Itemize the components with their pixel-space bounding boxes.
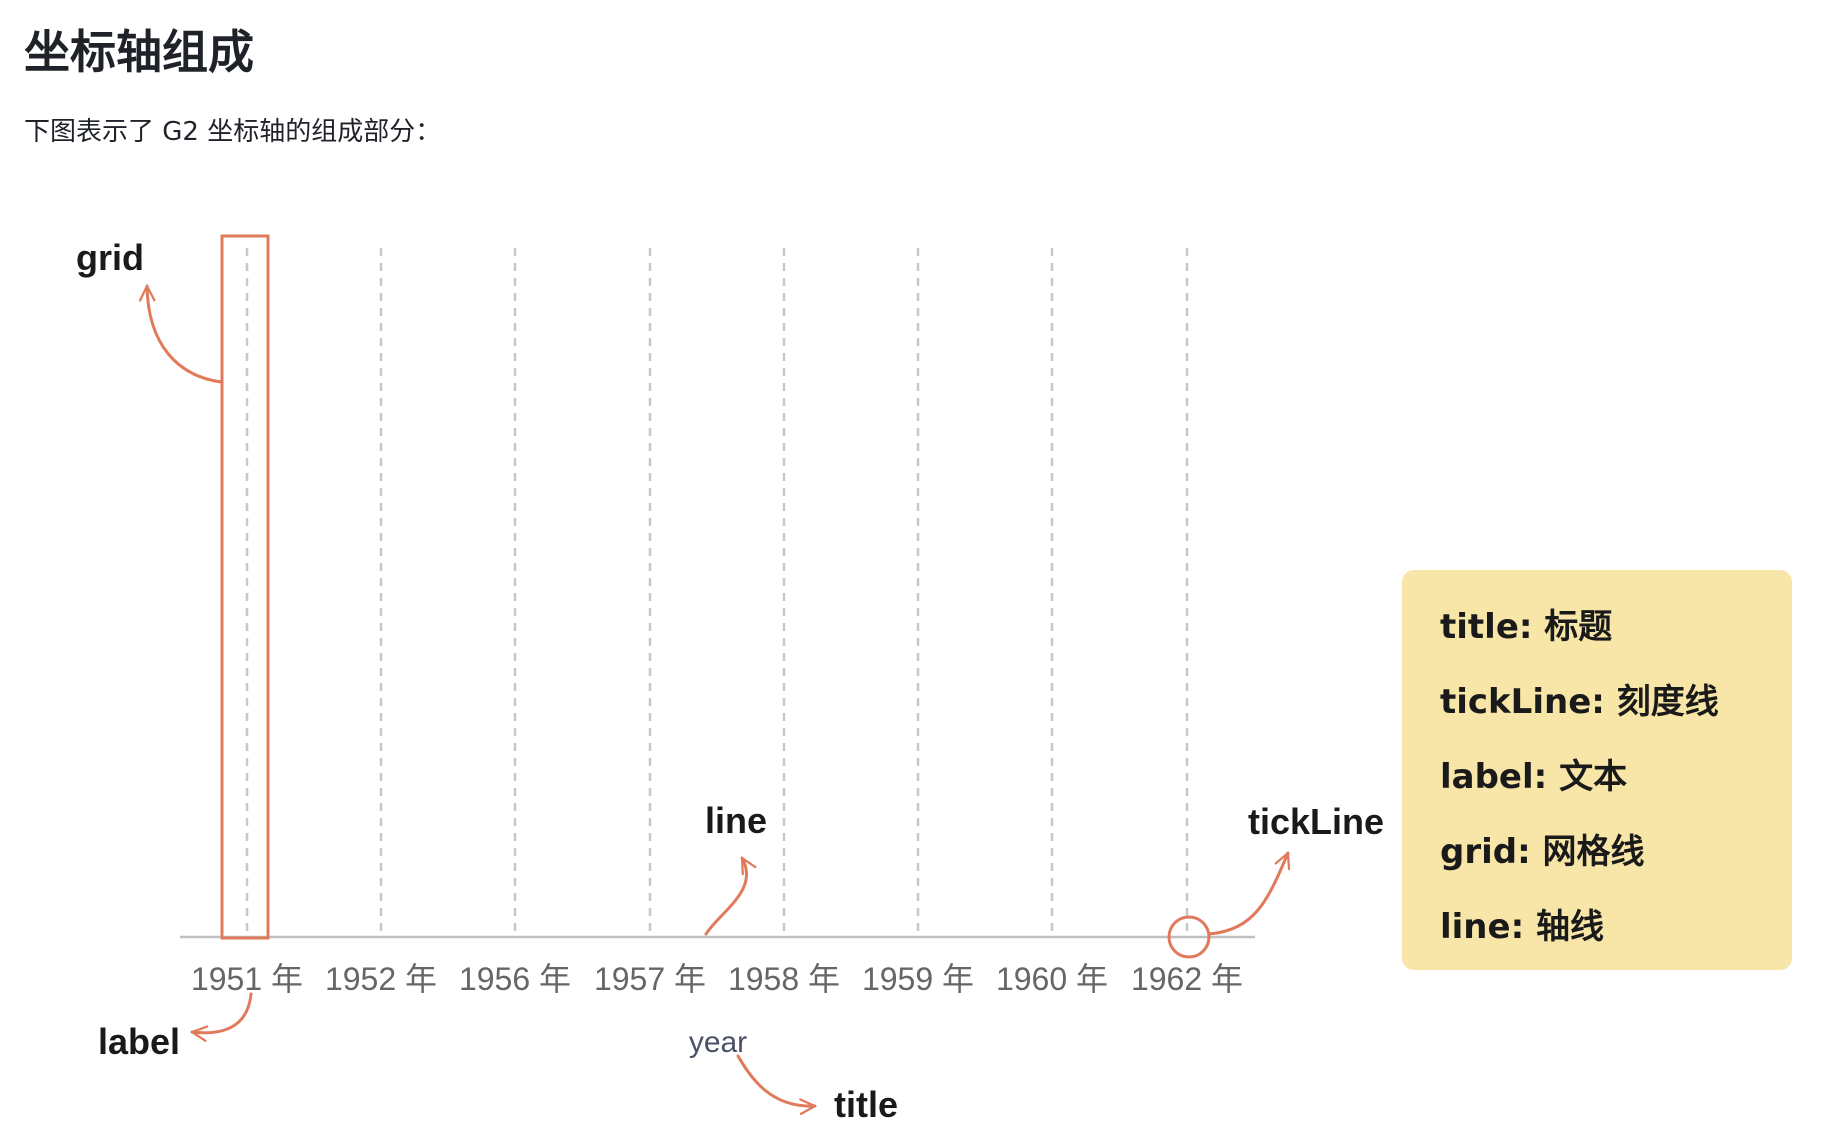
annotation-line: line bbox=[705, 800, 767, 841]
legend-item-tickline: tickLine: 刻度线 bbox=[1440, 682, 1719, 722]
axis-title: year bbox=[689, 1026, 747, 1059]
legend-item-label: label: 文本 bbox=[1440, 757, 1628, 797]
legend-box: title: 标题 tickLine: 刻度线 label: 文本 grid: … bbox=[1402, 570, 1792, 970]
tick-label: 1958 年 bbox=[728, 961, 840, 997]
tick-label: 1951 年 bbox=[191, 961, 303, 997]
line-arrow bbox=[704, 856, 757, 936]
legend-list: title: 标题 tickLine: 刻度线 label: 文本 grid: … bbox=[1440, 590, 1719, 965]
tickline-arrow bbox=[1207, 851, 1291, 936]
annotation-arrows bbox=[138, 284, 1291, 1115]
page-title: 坐标轴组成 bbox=[24, 25, 254, 79]
tick-labels: 1951 年 1952 年 1956 年 1957 年 1958 年 1959 … bbox=[191, 961, 1243, 997]
label-arrow bbox=[190, 992, 253, 1042]
grid-highlight-rect bbox=[220, 234, 270, 940]
tick-label: 1960 年 bbox=[996, 961, 1108, 997]
legend-item-line: line: 轴线 bbox=[1440, 907, 1605, 947]
annotation-grid: grid bbox=[76, 237, 144, 278]
tick-label: 1952 年 bbox=[325, 961, 437, 997]
grid-lines bbox=[245, 248, 1189, 938]
annotation-title: title bbox=[834, 1084, 898, 1125]
tick-label: 1959 年 bbox=[862, 961, 974, 997]
legend-item-grid: grid: 网格线 bbox=[1440, 832, 1645, 872]
annotation-tickline: tickLine bbox=[1248, 801, 1384, 842]
annotation-label: label bbox=[98, 1021, 180, 1062]
tick-label: 1957 年 bbox=[594, 961, 706, 997]
intro-text: 下图表示了 G2 坐标轴的组成部分： bbox=[24, 117, 442, 147]
grid-arrow bbox=[138, 284, 223, 384]
tick-label: 1956 年 bbox=[459, 961, 571, 997]
legend-item-title: title: 标题 bbox=[1440, 607, 1613, 647]
tick-label: 1962 年 bbox=[1131, 961, 1243, 997]
title-arrow bbox=[736, 1054, 817, 1115]
tickline-highlight-circle bbox=[1167, 915, 1211, 959]
annotation-labels: grid line tickLine label title bbox=[76, 237, 1384, 1125]
